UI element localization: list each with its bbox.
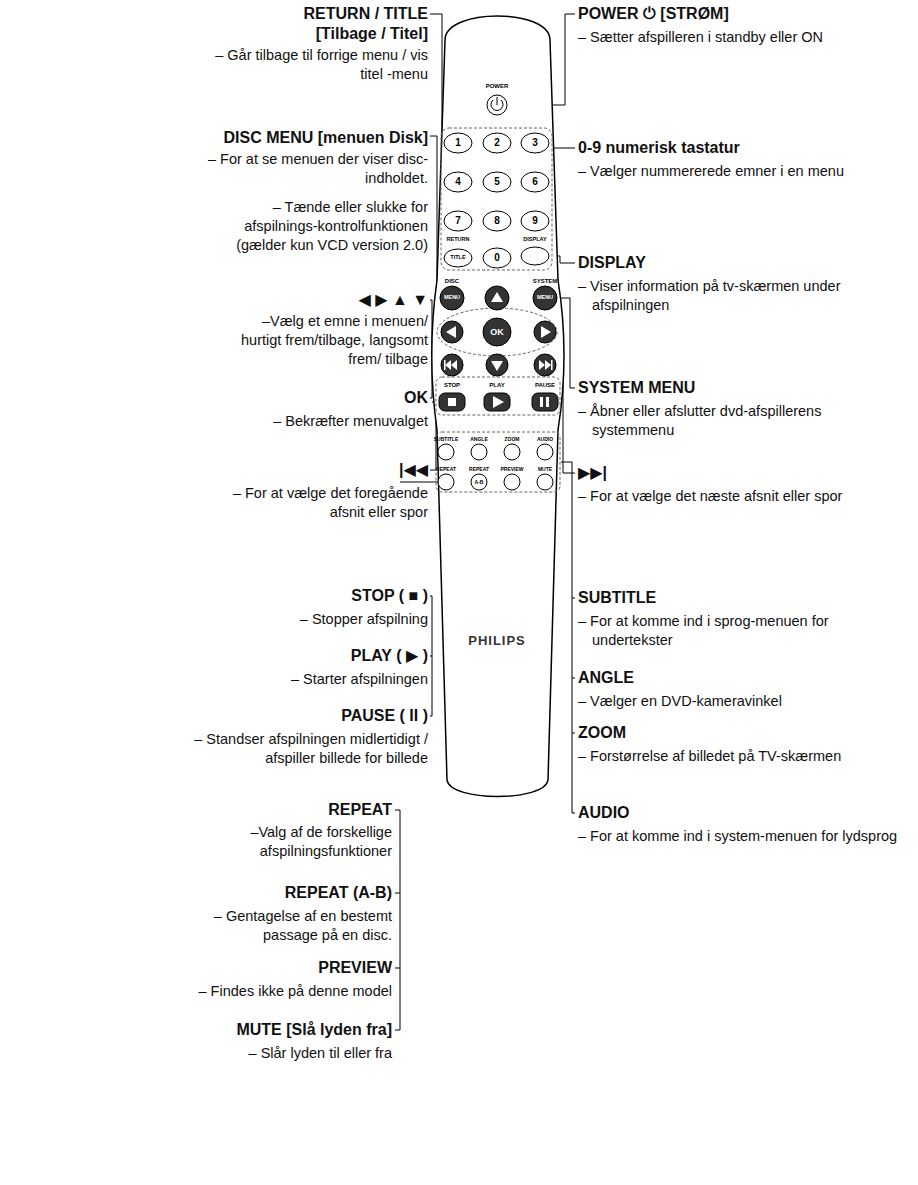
callout-heading: ◀ ▶ ▲ ▼ <box>180 290 428 310</box>
callout-heading: REPEAT <box>180 800 392 820</box>
callout-description: –Valg af de forskellige afspilningsfunkt… <box>220 823 392 861</box>
button-label: PLAY <box>489 382 504 388</box>
callout-heading: SUBTITLE <box>578 588 908 608</box>
callout-heading: RETURN / TITLE [Tilbage / Titel] <box>278 4 428 44</box>
callout-description: – For at se menuen der viser disc-indhol… <box>200 150 428 188</box>
callout-heading: DISPLAY <box>578 253 908 273</box>
button-label: 3 <box>532 138 538 148</box>
button-label: SYSTEM <box>533 278 558 284</box>
button-label: 6 <box>532 177 538 187</box>
callout-heading: STOP ( ■ ) <box>180 586 428 606</box>
button-label: MENU <box>537 295 553 301</box>
callout-heading: ZOOM <box>578 723 908 743</box>
button-label: MENU <box>444 295 460 301</box>
callout-description: – Vælger en DVD-kameravinkel <box>578 692 898 711</box>
callout-heading: |◀◀ <box>180 460 428 480</box>
callout-heading: AUDIO <box>578 803 908 823</box>
callout-heading: OK <box>180 388 428 408</box>
button-label: 4 <box>455 177 461 187</box>
button-label: 8 <box>494 216 500 226</box>
button-label: 9 <box>532 216 538 226</box>
button-label: STOP <box>444 382 460 388</box>
callout-description: – Sætter afspilleren i standby eller ON <box>578 28 898 47</box>
callout-description: – For at vælge det foregående afsnit ell… <box>230 484 428 522</box>
callout-description: – Vælger nummererede emner i en menu <box>578 162 898 181</box>
buttons <box>438 95 558 490</box>
callout-description: – Stopper afspilning <box>180 610 428 629</box>
callout-heading: PAUSE ( II ) <box>180 706 428 726</box>
callout-heading: DISC MENU [menuen Disk] <box>180 128 428 148</box>
callout-description: – Gentagelse af en bestemt passage på en… <box>170 907 392 945</box>
callout-heading: 0-9 numerisk tastatur <box>578 138 908 158</box>
button-label: SUBTITLE <box>434 437 458 442</box>
button-label: A-B <box>475 480 484 485</box>
callout-heading: PLAY ( ▶ ) <box>180 646 428 666</box>
callout-heading: REPEAT (A-B) <box>180 883 392 903</box>
button-label: MUTE <box>538 467 552 472</box>
button-label: PAUSE <box>535 382 555 388</box>
callout-description: – Starter afspilningen <box>180 670 428 689</box>
button-label: POWER <box>486 83 509 89</box>
callout-heading: ANGLE <box>578 668 908 688</box>
callout-description: – Slår lyden til eller fra <box>150 1044 392 1063</box>
button-label: RETURN <box>447 237 470 243</box>
callout-description: –Vælg et emne i menuen/ hurtigt frem/til… <box>220 312 428 369</box>
button-label: AUDIO <box>537 437 553 442</box>
callout-description: – For at komme ind i system-menuen for l… <box>578 827 898 846</box>
callout-heading: POWER ⏻ [STRØM] <box>578 4 908 24</box>
callout-description: – Standser afspilningen midlertidigt / a… <box>160 730 428 768</box>
button-label: TITLE <box>450 255 465 261</box>
button-label: ZOOM <box>505 437 520 442</box>
button-label: DISC <box>445 278 459 284</box>
button-label: PREVIEW <box>500 467 523 472</box>
callout-heading: MUTE [Slå lyden fra] <box>150 1020 392 1040</box>
callout-description: – For at vælge det næste afsnit eller sp… <box>578 487 898 506</box>
button-label: DISPLAY <box>523 237 546 243</box>
callout-description: – For at komme ind i sprog-menuen for un… <box>578 612 898 650</box>
button-label: PHILIPS <box>468 634 526 647</box>
callout-description: – Findes ikke på denne model <box>150 982 392 1001</box>
button-label: 2 <box>494 138 500 148</box>
button-label: REPEAT <box>469 467 489 472</box>
button-label: REPEAT <box>436 467 456 472</box>
callout-description: – Tænde eller slukke for afspilnings-kon… <box>200 198 428 255</box>
callout-heading: SYSTEM MENU <box>578 378 908 398</box>
button-label: 5 <box>494 177 500 187</box>
button-label: ANGLE <box>470 437 488 442</box>
button-label: 7 <box>455 216 461 226</box>
callout-description: – Åbner eller afslutter dvd-afspillerens… <box>578 402 898 440</box>
callout-description: – Viser information på tv-skærmen under … <box>578 277 898 315</box>
button-label: OK <box>490 328 504 337</box>
callout-description: – Forstørrelse af billedet på TV-skærmen <box>578 747 898 766</box>
callout-heading: ▶▶| <box>578 463 908 483</box>
button-label: 0 <box>494 253 500 263</box>
callout-heading: PREVIEW <box>180 958 392 978</box>
button-label: 1 <box>455 138 461 148</box>
remote-body <box>432 16 564 797</box>
callout-description: – Går tilbage til forrige menu / vis tit… <box>200 46 428 84</box>
callout-description: – Bekræfter menuvalget <box>180 412 428 431</box>
